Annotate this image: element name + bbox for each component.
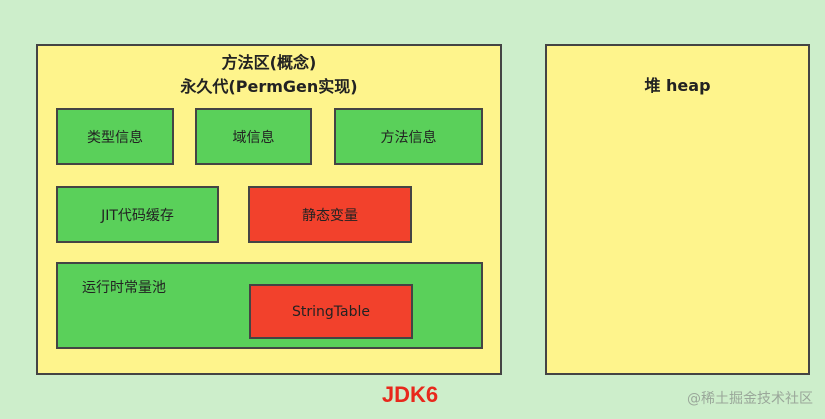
watermark: @稀土掘金技术社区 bbox=[687, 391, 813, 407]
method-info-label: 方法信息 bbox=[380, 129, 437, 146]
runtime-constant-pool-label: 运行时常量池 bbox=[82, 280, 166, 296]
method-info-box: 方法信息 bbox=[334, 108, 483, 165]
type-info-label: 类型信息 bbox=[87, 129, 143, 146]
type-info-box: 类型信息 bbox=[56, 108, 174, 165]
heap-title: 堆 heap bbox=[644, 76, 711, 95]
string-table-label: StringTable bbox=[292, 303, 370, 320]
method-area-title: 方法区(概念) bbox=[221, 53, 317, 72]
jit-code-cache-label: JIT代码缓存 bbox=[101, 207, 174, 224]
static-variables-label: 静态变量 bbox=[302, 207, 358, 224]
permgen-title: 永久代(PermGen实现) bbox=[180, 77, 358, 96]
field-info-box: 域信息 bbox=[195, 108, 312, 165]
jit-code-cache-box: JIT代码缓存 bbox=[56, 186, 219, 243]
static-variables-box: 静态变量 bbox=[248, 186, 412, 243]
heap-container: 堆 heap bbox=[545, 44, 810, 375]
jdk-version-label: JDK6 bbox=[381, 382, 439, 407]
string-table-box: StringTable bbox=[249, 284, 413, 339]
field-info-label: 域信息 bbox=[232, 129, 275, 146]
